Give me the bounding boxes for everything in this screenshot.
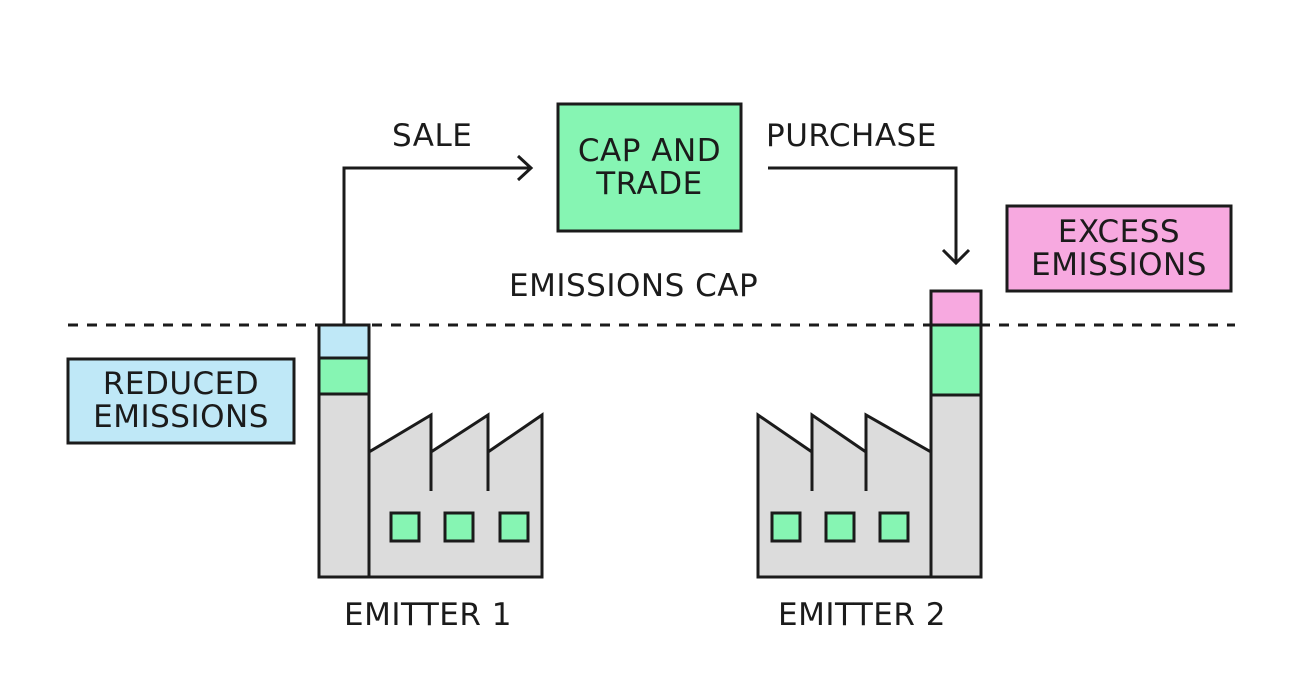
reduced-emissions-box (66, 357, 296, 445)
excess-emissions-text: EXCESS EMISSIONS (1007, 206, 1231, 291)
excess-emissions-line2: EMISSIONS (1031, 246, 1207, 283)
cap-and-trade-line2: TRADE (596, 165, 703, 202)
cap-and-trade-text: CAP AND TRADE (558, 104, 741, 231)
emissions-cap-label: EMISSIONS CAP (509, 268, 759, 304)
purchase-label: PURCHASE (766, 118, 937, 154)
window (389, 511, 421, 543)
window (824, 511, 856, 543)
emitter-2-factory (756, 289, 983, 579)
purchase-arrow (768, 166, 958, 262)
sale-arrowhead (516, 154, 534, 182)
emitter-1-label: EMITTER 1 (344, 597, 513, 633)
window (443, 511, 475, 543)
reduced-emissions-text: REDUCED EMISSIONS (68, 359, 294, 443)
emitter-2-label: EMITTER 2 (778, 597, 947, 633)
window (498, 511, 530, 543)
emitter-1-green-segment (317, 356, 371, 396)
cap-and-trade-line1: CAP AND (577, 132, 722, 169)
excess-emissions-box (1005, 204, 1233, 293)
reduced-emissions-line1: REDUCED (102, 366, 260, 403)
emitter-2-green-segment (929, 323, 983, 397)
cap-and-trade-box (556, 102, 743, 233)
window (770, 511, 802, 543)
emitter-1-reduced-segment (317, 323, 371, 360)
emitter-2-excess-segment (929, 289, 983, 327)
reduced-emissions-line2: EMISSIONS (93, 399, 269, 435)
purchase-arrowhead (941, 248, 971, 266)
emitter-1-factory (317, 323, 544, 579)
excess-emissions-line1: EXCESS (1057, 213, 1181, 250)
sale-label: SALE (392, 118, 473, 154)
window (878, 511, 910, 543)
sale-arrow (342, 166, 530, 324)
